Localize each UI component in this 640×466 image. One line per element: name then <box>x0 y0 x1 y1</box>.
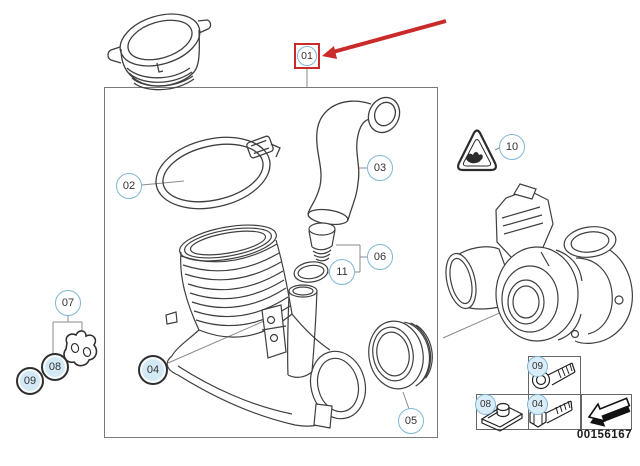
standpipe-part <box>286 284 318 378</box>
direction-arrow-icon <box>587 397 631 427</box>
red-arrow-pointer <box>322 19 447 59</box>
air-intake-adapter-part <box>107 13 212 91</box>
hazard-glyph-icon <box>466 152 483 164</box>
o-ring-part <box>293 261 329 283</box>
legend-box-direction <box>581 394 632 430</box>
warning-triangle-icon <box>457 129 497 172</box>
callout-05[interactable]: 05 <box>398 408 424 434</box>
callout-01-highlight-box[interactable]: 01 <box>294 43 320 69</box>
callout-04[interactable]: 04 <box>138 355 168 385</box>
seal-ring-part <box>368 320 433 390</box>
red-arrowhead-icon <box>322 46 337 59</box>
callout-02[interactable]: 02 <box>116 173 142 199</box>
hose-clamp-part <box>155 135 281 210</box>
callout-08[interactable]: 08 <box>41 353 69 381</box>
leader-lines <box>52 69 523 410</box>
legend-boxes <box>476 356 632 430</box>
charge-pipe-hose-part <box>307 96 401 226</box>
legend-box-hex-bolt <box>528 394 581 430</box>
callout-07[interactable]: 07 <box>55 290 81 316</box>
plug-connector-part <box>308 222 336 262</box>
main-part-group-box <box>104 87 438 438</box>
clip-nut-icon <box>480 402 524 432</box>
callout-03[interactable]: 03 <box>367 155 393 181</box>
diagram-part-number: 00156167 <box>576 429 632 441</box>
intake-duct-assembly-part <box>165 224 367 429</box>
callout-09[interactable]: 09 <box>16 367 44 395</box>
legend-callout-09[interactable]: 09 <box>527 356 548 377</box>
callout-06[interactable]: 06 <box>367 244 393 270</box>
callout-11[interactable]: 11 <box>329 259 355 285</box>
legend-callout-08[interactable]: 08 <box>475 394 496 415</box>
mounting-tower-part <box>261 304 287 359</box>
callout-01[interactable]: 01 <box>297 46 317 66</box>
turbocharger-part <box>445 183 633 344</box>
bracket-plate-part <box>63 330 98 367</box>
legend-callout-04[interactable]: 04 <box>527 394 548 415</box>
callout-10[interactable]: 10 <box>499 134 525 160</box>
